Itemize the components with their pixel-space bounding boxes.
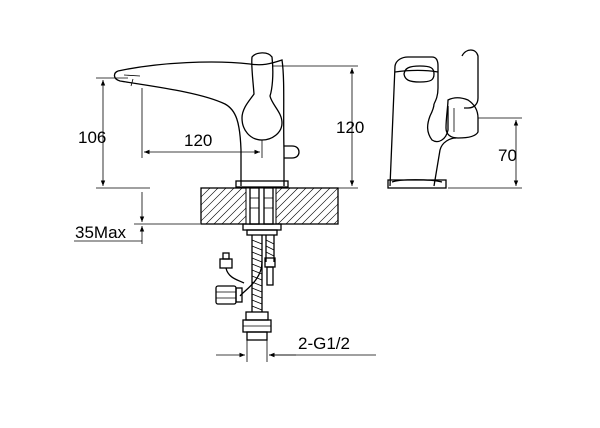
dimension-total-height: 120 [272,65,364,189]
dim-70-label: 70 [498,146,517,165]
dimension-lever-height: 70 [448,117,522,189]
dimension-deck-thickness: 35Max [74,192,200,244]
dimension-spout-reach: 120 [141,88,263,158]
mounting-shank [242,187,282,236]
dimension-body-height: 106 [78,77,150,189]
dim-35max-label: 35Max [75,223,127,242]
dim-120-reach-label: 120 [184,131,212,150]
faucet-front-view [387,49,479,189]
flexible-hoses [215,235,276,341]
dim-120-height-label: 120 [336,118,364,137]
dim-106-label: 106 [78,128,106,147]
faucet-side-view [113,52,300,188]
dimension-connection: 2-G1/2 [216,334,376,362]
dim-connection-label: 2-G1/2 [298,334,350,353]
countertop-section [200,187,339,225]
